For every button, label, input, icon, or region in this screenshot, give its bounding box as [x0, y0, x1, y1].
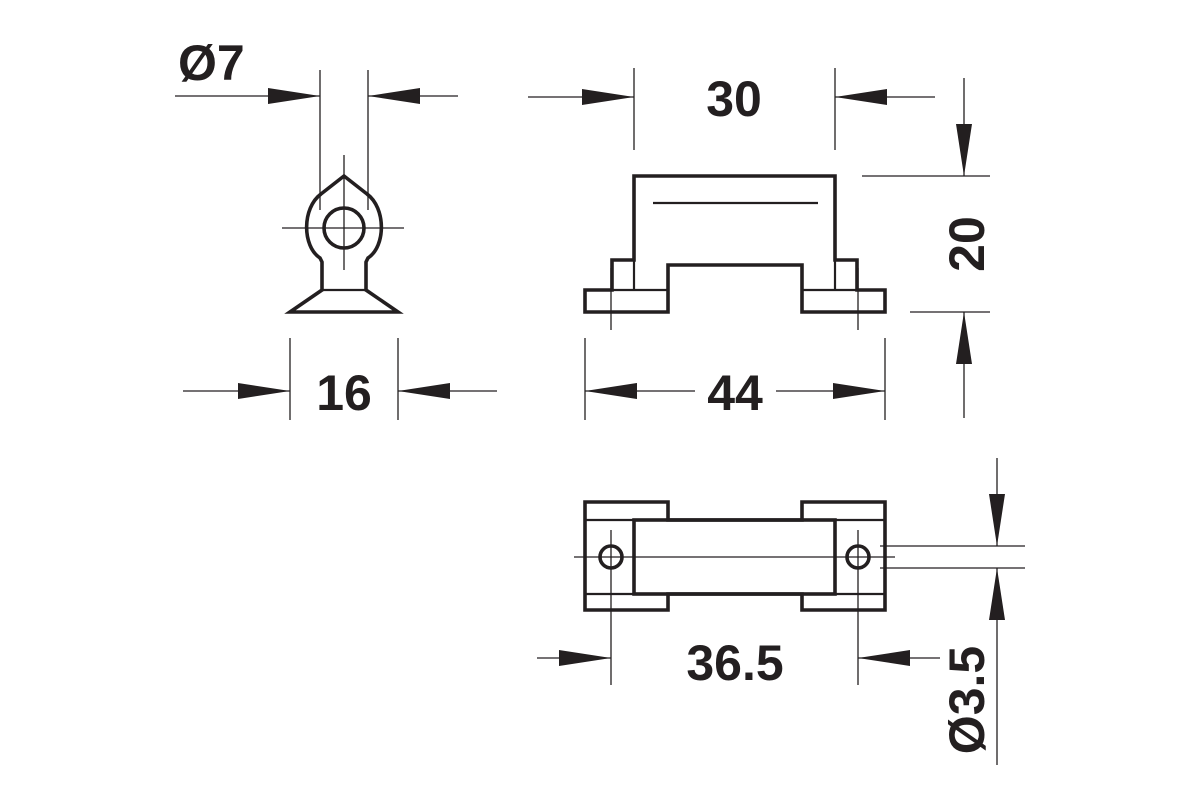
- side-body-outline: [284, 173, 404, 314]
- top-dim-arrow-left: [582, 89, 634, 105]
- hole-spacing-label: 36.5: [686, 635, 783, 691]
- base-dim-arrow-right: [398, 383, 450, 399]
- length-dim-arrow-right: [833, 383, 885, 399]
- front-body-outline: [583, 174, 887, 314]
- height-label: 20: [939, 216, 995, 272]
- overall-length-label: 44: [707, 365, 763, 421]
- spacing-dim-arrow-left: [559, 650, 611, 666]
- base-width-label: 16: [316, 365, 372, 421]
- base-dim-arrow-left: [238, 383, 290, 399]
- front-view: 30 20 44: [528, 68, 995, 421]
- top-width-label: 30: [706, 71, 762, 127]
- plan-view: 36.5 Ø3.5: [537, 458, 1025, 765]
- height-dim-arrow-top: [956, 124, 972, 176]
- side-view: Ø7 16: [175, 35, 497, 421]
- top-dim-arrow-right: [835, 89, 887, 105]
- spacing-dim-arrow-right: [858, 650, 910, 666]
- pin-dim-arrow-right: [368, 88, 420, 104]
- pin-diameter-label: Ø7: [178, 35, 245, 91]
- pin-dim-arrow-left: [268, 88, 320, 104]
- hole-diameter-label: Ø3.5: [939, 646, 995, 754]
- height-dim-arrow-bottom: [956, 312, 972, 364]
- length-dim-arrow-left: [585, 383, 637, 399]
- hole-dim-arrow-top: [989, 494, 1005, 546]
- hole-dim-arrow-bottom: [989, 568, 1005, 620]
